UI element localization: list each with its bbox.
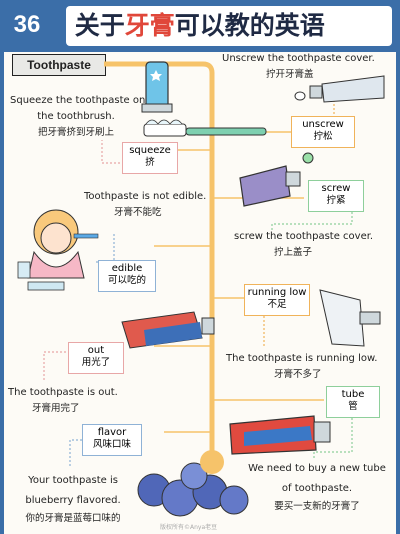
- title-prefix: 关于: [74, 11, 125, 40]
- illustration-layer: [17, 61, 385, 517]
- running-low-tube-illustration: [319, 289, 381, 347]
- header-bar: 36 关于牙膏可以教的英语: [4, 0, 396, 52]
- vocab-box-flavor: flavor 风味口味: [82, 424, 142, 456]
- squeeze-phrase-en-1: Squeeze the toothpaste on: [10, 95, 146, 106]
- blueberry-phrase-cn: 你的牙膏是蓝莓口味的: [25, 513, 121, 524]
- blueberries-illustration: [137, 462, 249, 517]
- unscrew-phrase-cn: 拧开牙膏盖: [266, 69, 314, 80]
- blueberry-phrase-en-2: blueberry flavored.: [25, 495, 121, 506]
- lesson-number: 36: [13, 11, 41, 38]
- toothbrush-illustration: [143, 119, 267, 137]
- vocab-edible-en: edible: [111, 263, 143, 274]
- new-tube-illustration: [229, 415, 331, 455]
- vocab-squeeze-en: squeeze: [129, 145, 171, 156]
- page-title: 关于牙膏可以教的英语: [66, 6, 392, 46]
- vocab-unscrew-en: unscrew: [302, 119, 344, 130]
- blueberry-phrase-en-1: Your toothpaste is: [28, 475, 118, 486]
- vocab-screw-en: screw: [321, 183, 351, 194]
- running-low-phrase-en: The toothpaste is running low.: [226, 353, 378, 364]
- girl-illustration: [17, 209, 99, 291]
- not-edible-phrase-en: Toothpaste is not edible.: [84, 191, 207, 202]
- screw-phrase-cn: 拧上盖子: [274, 247, 313, 258]
- vocab-squeeze-cn: 挤: [145, 157, 155, 168]
- screw-phrase-en: screw the toothpaste cover.: [234, 231, 374, 242]
- vocab-tube-cn: 管: [348, 401, 358, 412]
- new-tube-phrase-en-1: We need to buy a new tube: [248, 463, 386, 474]
- trunk-line: [104, 61, 215, 458]
- vocab-tube-en: tube: [341, 389, 365, 400]
- vocab-running-low-cn: 不足: [267, 299, 287, 310]
- title-suffix: 可以教的英语: [174, 11, 325, 40]
- trunk-end-bulb: [200, 450, 224, 474]
- vocab-flavor-cn: 风味口味: [92, 439, 131, 450]
- vocab-box-squeeze: squeeze 挤: [122, 142, 178, 174]
- vocab-out-en: out: [87, 345, 105, 356]
- unscrewed-tube-illustration: [294, 75, 385, 103]
- is-out-phrase-en: The toothpaste is out.: [8, 387, 118, 398]
- unscrew-phrase-en: Unscrew the toothpaste cover.: [222, 53, 375, 64]
- vocab-running-low-en: running low: [247, 287, 307, 298]
- new-tube-phrase-en-2: of toothpaste.: [281, 483, 353, 494]
- vocab-box-running-low: running low 不足: [244, 284, 310, 316]
- vocab-flavor-en: flavor: [97, 427, 127, 438]
- topic-label: Toothpaste: [12, 54, 106, 76]
- poster: 36 关于牙膏可以教的英语 Toothpaste: [4, 0, 396, 534]
- vocab-edible-cn: 可以吃的: [107, 275, 146, 286]
- new-tube-phrase-cn: 要买一支新的牙膏了: [274, 501, 360, 512]
- upright-tube-illustration: [141, 61, 173, 113]
- vocab-box-edible: edible 可以吃的: [98, 260, 156, 292]
- vocab-box-unscrew: unscrew 拧松: [291, 116, 355, 148]
- title-highlight: 牙膏: [124, 11, 175, 40]
- vocab-box-screw: screw 拧紧: [308, 180, 364, 212]
- squeeze-phrase-en-2: the toothbrush.: [37, 111, 115, 122]
- purple-tube-illustration: [239, 152, 314, 207]
- running-low-phrase-cn: 牙膏不多了: [274, 369, 322, 380]
- vocab-out-cn: 用光了: [81, 357, 111, 368]
- vocab-unscrew-cn: 拧松: [313, 131, 333, 142]
- vocab-box-tube: tube 管: [326, 386, 380, 418]
- empty-tube-illustration: [121, 311, 215, 349]
- squeeze-phrase-cn: 把牙膏挤到牙刷上: [37, 127, 114, 138]
- not-edible-phrase-cn: 牙膏不能吃: [114, 207, 162, 218]
- vocab-box-out: out 用光了: [68, 342, 124, 374]
- is-out-phrase-cn: 牙膏用完了: [32, 403, 80, 414]
- copyright-credit: 版权所有©Anya老豆: [160, 524, 218, 531]
- vocab-screw-cn: 拧紧: [326, 195, 346, 206]
